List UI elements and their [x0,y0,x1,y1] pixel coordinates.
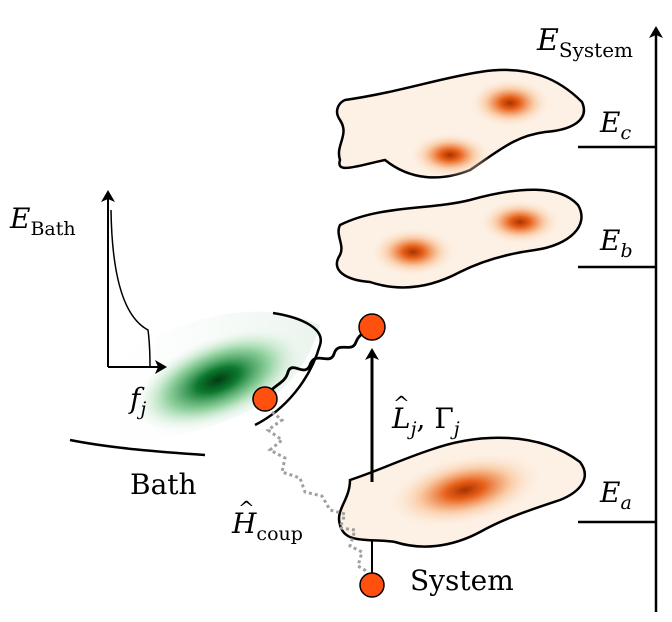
jump-hat: ^ [393,391,410,415]
bath-particle [252,386,278,412]
bath-blob [69,311,322,457]
bath-axis-label: EBath [9,202,76,240]
level-label-c: Ec [599,106,631,144]
system-particle [359,572,385,598]
svg-text:Hcoup: Hcoup [231,507,303,545]
system-label: System [410,564,514,597]
state-blob-b [335,188,583,289]
coupling-hat: ^ [238,496,255,520]
level-label-a: Ea [599,476,632,514]
bath-label: Bath [130,468,197,501]
bath-energy-axes [101,190,167,374]
level-label-b: Eb [599,224,633,262]
coupling-line [265,410,369,574]
excited-particle [358,313,386,341]
svg-text:Lj, Γj: Lj, Γj [391,402,460,440]
jump-operator-label: ^ Lj, Γj [391,391,460,440]
state-blob-a [337,436,586,548]
energy-levels [578,145,656,524]
bath-distribution-curve [110,209,151,368]
coupling-hamiltonian-label: ^ Hcoup [231,496,303,545]
system-axis-label: ESystem [536,23,633,62]
state-blob-c [335,68,585,179]
excitation-wave [263,326,374,401]
particles [252,313,386,598]
